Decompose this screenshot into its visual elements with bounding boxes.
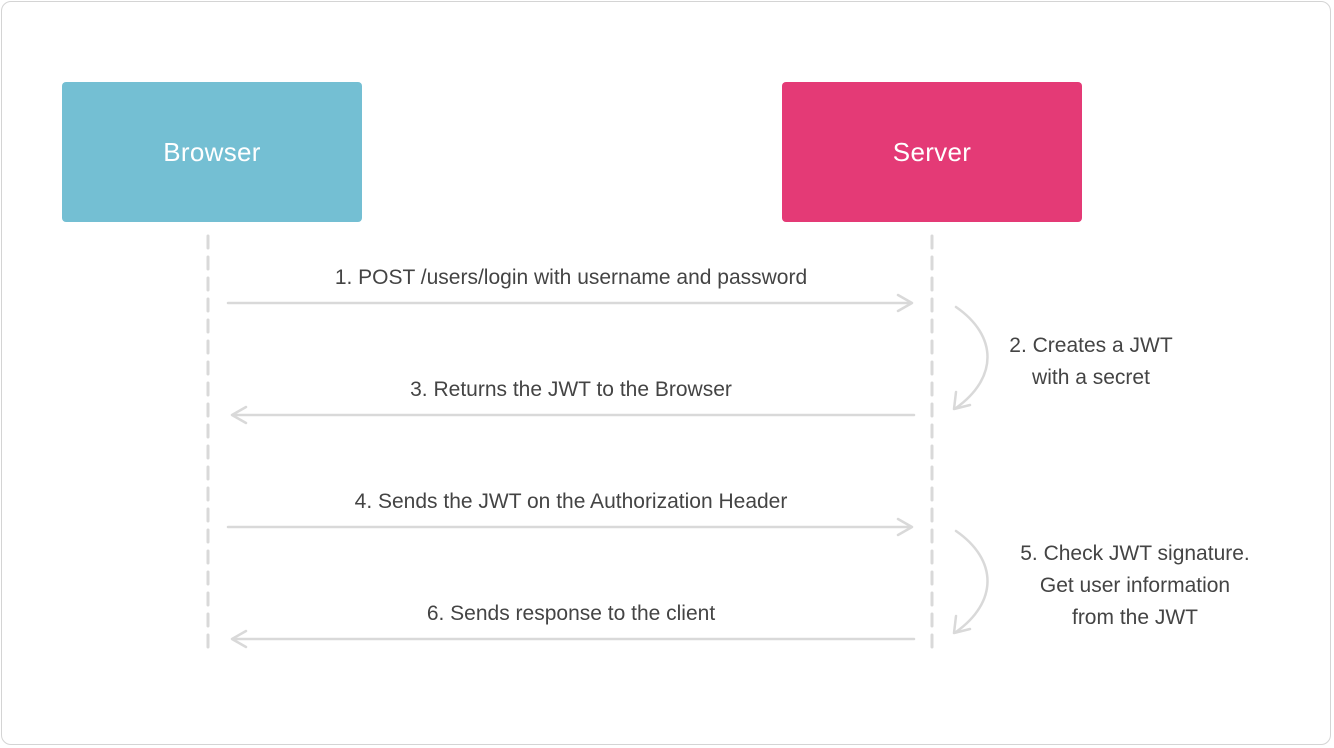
message-arrow-3 [230,405,916,425]
server-note-2-line-1: 2. Creates a JWT [1009,334,1173,357]
message-arrow-1 [226,293,914,313]
self-arrow-2 [952,305,989,411]
server-note-5-line-2: Get user information [1039,574,1231,597]
message-arrow-6 [230,629,916,649]
message-label-3: 3. Returns the JWT to the Browser [410,378,732,401]
message-label-4: 4. Sends the JWT on the Authorization He… [354,490,788,513]
message-label-1: 1. POST /users/login with username and p… [334,266,808,289]
server-note-2: 2. Creates a JWT with a secret [996,330,1186,394]
server-actor-label: Server [892,136,972,167]
message-arrow-4 [226,517,914,537]
server-note-5-line-3: from the JWT [1071,606,1198,629]
browser-actor-label: Browser [163,136,261,167]
server-note-5: 5. Check JWT signature. Get user informa… [1000,538,1270,634]
server-note-2-line-2: with a secret [1032,366,1150,389]
server-note-5-line-1: 5. Check JWT signature. [1020,542,1250,565]
message-label-6: 6. Sends response to the client [426,602,716,625]
browser-actor: Browser [62,82,362,222]
self-arrow-5 [952,529,989,635]
server-actor: Server [782,82,1082,222]
